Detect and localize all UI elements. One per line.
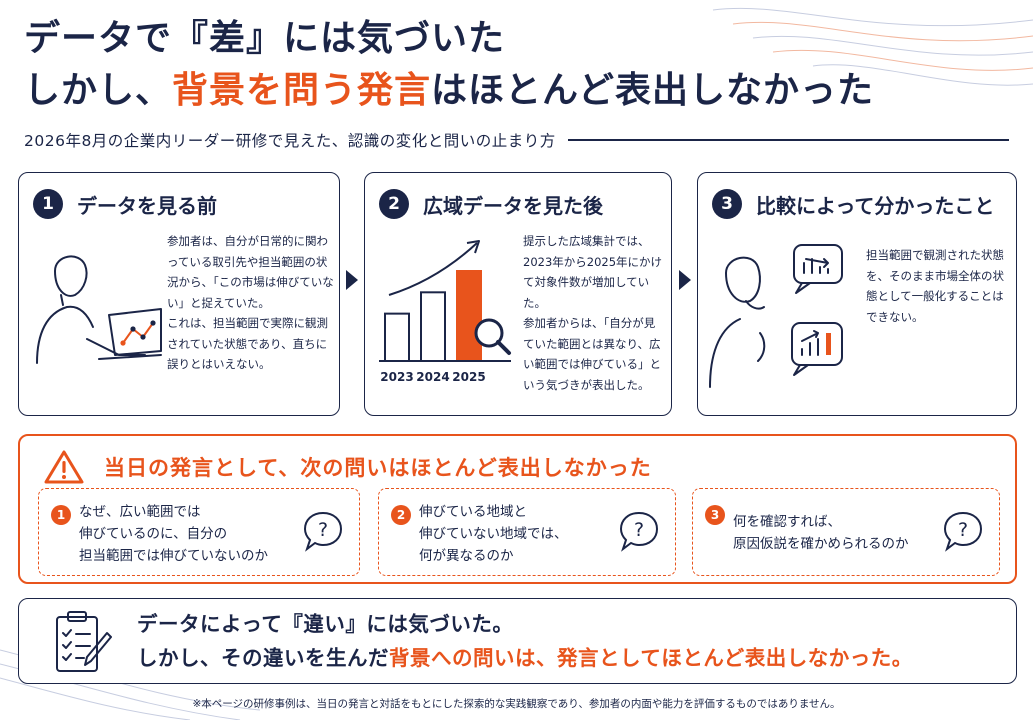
step-title: データを見る前: [77, 193, 217, 218]
question-line: 何が異なるのか: [419, 548, 514, 564]
question-bubble-icon: ?: [303, 511, 343, 552]
step-description: 提示した広域集計では、2023年から2025年にかけて対象件数が増加していた。 …: [523, 231, 665, 395]
alert-header: 当日の発言として、次の問いはほとんど表出しなかった: [44, 450, 652, 484]
page-title: データで『差』には気づいた しかし、背景を問う発言はほとんど表出しなかった: [24, 14, 1009, 118]
step-paragraph: これは、担当範囲で実際に観測されていた状態であり、直ちに誤りとはいえない。: [167, 316, 328, 371]
trend-arrowhead: [466, 240, 480, 254]
alert-panel: 当日の発言として、次の問いはほとんど表出しなかった 1 なぜ、広い範囲では 伸び…: [18, 434, 1017, 584]
conclusion-text: データによって『違い』には気づいた。 しかし、その違いを生んだ背景への問いは、発…: [137, 607, 913, 675]
question-line: 何を確認すれば、: [733, 514, 841, 530]
question-text: 何を確認すれば、 原因仮説を確かめられるのか: [733, 511, 909, 555]
bar-2023: [384, 312, 410, 362]
subtitle-rule: [567, 139, 1009, 141]
alert-title: 当日の発言として、次の問いはほとんど表出しなかった: [104, 456, 652, 480]
magnifier-icon: [474, 318, 511, 355]
subtitle-row: 2026年8月の企業内リーダー研修で見えた、認識の変化と問いの止まり方: [24, 128, 1009, 152]
warning-icon: [44, 450, 84, 484]
step-card-2: 2 広域データを見た後 2023 2024 2025 提示した広域集計では、20…: [364, 172, 672, 416]
question-card-1: 1 なぜ、広い範囲では 伸びているのに、自分の 担当範囲では伸びていないのか ?: [38, 488, 360, 576]
question-mark: ?: [634, 519, 644, 541]
arrow-right-icon: [346, 270, 358, 290]
arrow-right-icon: [679, 270, 691, 290]
step-title: 広域データを見た後: [423, 193, 603, 218]
conclusion-line-2: しかし、その違いを生んだ背景への問いは、発言としてほとんど表出しなかった。: [137, 641, 913, 675]
x-tick-label: 2023: [380, 370, 413, 384]
person-laptop-icon: [36, 255, 162, 364]
step-card-3: 3 比較によって分かったこと 担当範囲で観測された状態を、そのまま市場全体の状態…: [697, 172, 1017, 416]
person-thinking-icon: [709, 244, 843, 388]
step-number-badge: 1: [33, 189, 63, 219]
question-line: 伸びていない地域では、: [419, 526, 568, 542]
decorative-wave-lines: [712, 7, 1033, 86]
step-header-3: 3 比較によって分かったこと: [712, 189, 994, 219]
bar-2024: [420, 291, 446, 362]
question-number-badge: 1: [51, 505, 71, 525]
title-line-2-suffix: はほとんど表出しなかった: [431, 70, 874, 111]
question-text: 伸びている地域と 伸びていない地域では、 何が異なるのか: [419, 501, 568, 567]
question-bubble-icon: ?: [619, 511, 659, 552]
question-card-2: 2 伸びている地域と 伸びていない地域では、 何が異なるのか ?: [378, 488, 676, 576]
title-line-1: データで『差』には気づいた: [24, 18, 506, 59]
step-title: 比較によって分かったこと: [756, 193, 995, 218]
question-text: なぜ、広い範囲では 伸びているのに、自分の 担当範囲では伸びていないのか: [79, 501, 268, 567]
growth-bar-chart: 2023 2024 2025: [379, 240, 511, 384]
step-paragraph: 参加者は、自分が日常的に関わっている取引先や担当範囲の状況から、「この市場は伸び…: [167, 234, 334, 310]
question-number-badge: 2: [391, 505, 411, 525]
trend-arrow: [388, 242, 478, 296]
title-line-2: しかし、背景を問う発言はほとんど表出しなかった: [24, 64, 1009, 118]
step-paragraph: 担当範囲で観測された状態を、そのまま市場全体の状態として一般化することはできない…: [866, 248, 1004, 324]
question-line: 伸びている地域と: [419, 504, 527, 520]
step-header-1: 1 データを見る前: [33, 189, 217, 219]
question-line: 原因仮説を確かめられるのか: [733, 536, 909, 552]
clipboard-checklist-icon: [56, 611, 112, 672]
question-line: なぜ、広い範囲では: [79, 504, 201, 520]
step-description: 参加者は、自分が日常的に関わっている取引先や担当範囲の状況から、「この市場は伸び…: [167, 231, 337, 375]
conclusion-highlight: 背景への問いは、発言としてほとんど表出しなかった。: [389, 646, 913, 670]
step-number-badge: 2: [379, 189, 409, 219]
x-tick-label: 2024: [416, 370, 449, 384]
step-card-1: 1 データを見る前 参加者は、自分が日常的に関わっている取引先や担当範囲の状況か…: [18, 172, 340, 416]
step-header-2: 2 広域データを見た後: [379, 189, 603, 219]
step-paragraph: 提示した広域集計では、2023年から2025年にかけて対象件数が増加していた。: [523, 234, 663, 310]
question-mark: ?: [958, 519, 968, 541]
step-number-badge: 3: [712, 189, 742, 219]
question-number-badge: 3: [705, 505, 725, 525]
step-description: 担当範囲で観測された状態を、そのまま市場全体の状態として一般化することはできない…: [866, 245, 1012, 327]
question-mark: ?: [318, 519, 328, 541]
question-line: 伸びているのに、自分の: [79, 526, 228, 542]
title-highlight: 背景を問う発言: [172, 70, 432, 111]
conclusion-line-2-prefix: しかし、その違いを生んだ: [137, 646, 389, 670]
question-card-3: 3 何を確認すれば、 原因仮説を確かめられるのか ?: [692, 488, 1000, 576]
conclusion-panel: データによって『違い』には気づいた。 しかし、その違いを生んだ背景への問いは、発…: [18, 598, 1017, 684]
subtitle: 2026年8月の企業内リーダー研修で見えた、認識の変化と問いの止まり方: [24, 132, 556, 150]
bar-2025: [456, 270, 482, 362]
title-line-2-prefix: しかし、: [24, 70, 173, 111]
step-paragraph: 参加者からは、「自分が見ていた範囲とは異なり、広い範囲では伸びている」という気づ…: [523, 316, 661, 392]
question-bubble-icon: ?: [943, 511, 983, 552]
footnote: ※本ページの研修事例は、当日の発言と対話をもとにした探索的な実践観察であり、参加…: [192, 698, 841, 710]
conclusion-line-1: データによって『違い』には気づいた。: [137, 612, 514, 636]
x-tick-label: 2025: [452, 370, 485, 384]
question-line: 担当範囲では伸びていないのか: [79, 548, 268, 564]
